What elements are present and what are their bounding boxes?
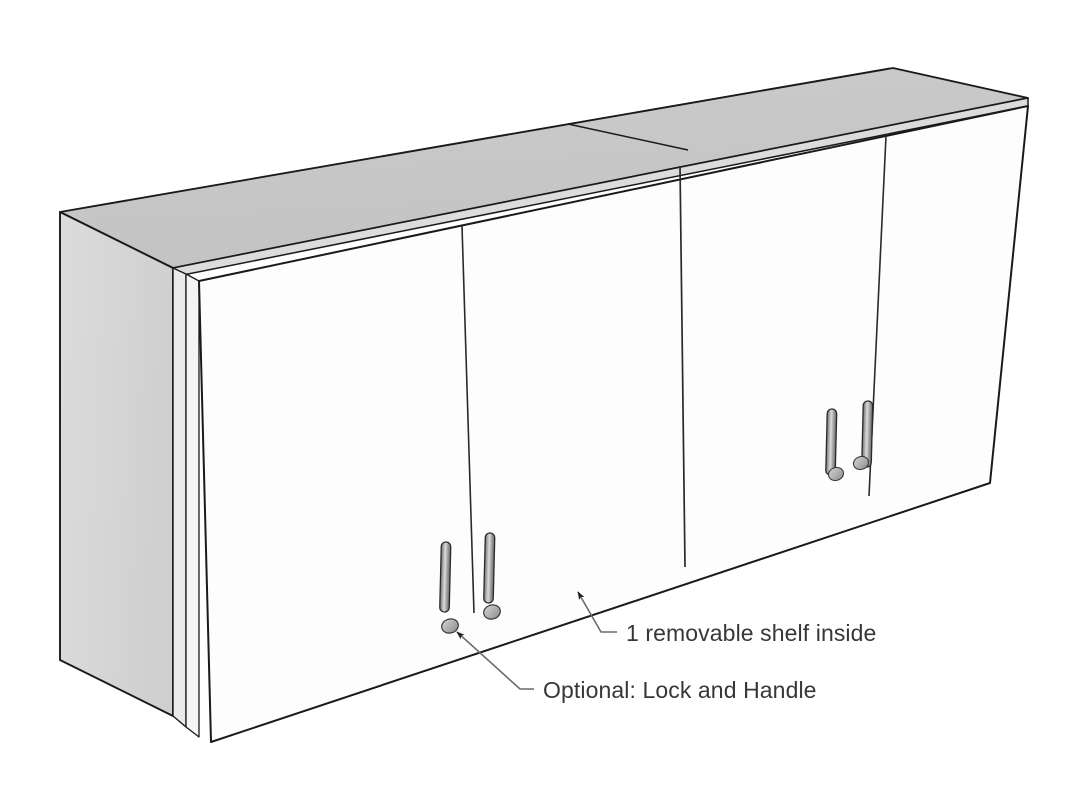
- door-seam-1: [461, 225, 475, 614]
- lock-door-3[interactable]: [827, 466, 845, 482]
- annotation-lock-handle-label: Optional: Lock and Handle: [543, 677, 817, 703]
- cabinet-bay-divider: [679, 165, 686, 568]
- cabinet-door-front-face: [198, 105, 1029, 743]
- hardware-right-bay: [825, 400, 874, 482]
- lock-door-1[interactable]: [440, 617, 460, 635]
- left-side-edge-band-inner: [185, 273, 200, 738]
- left-side-edge-band: [172, 267, 187, 728]
- top-panel-bay-seam: [567, 123, 689, 151]
- cabinet-left-side-panel: [59, 211, 200, 738]
- annotation-shelf: 1 removable shelf inside: [577, 591, 876, 646]
- lock-cylinder[interactable]: [440, 617, 460, 635]
- handle-bar[interactable]: [439, 541, 452, 613]
- lock-cylinder[interactable]: [827, 466, 845, 482]
- handle-door-2[interactable]: [483, 532, 496, 604]
- lock-door-4[interactable]: [852, 455, 870, 471]
- handle-door-1[interactable]: [439, 541, 452, 613]
- handle-door-3[interactable]: [825, 408, 838, 476]
- annotation-shelf-label: 1 removable shelf inside: [626, 620, 876, 646]
- door-front-surface: [198, 105, 1029, 743]
- left-side-surface: [59, 211, 174, 717]
- lock-door-2[interactable]: [482, 603, 502, 621]
- lock-cylinder[interactable]: [482, 603, 502, 621]
- lock-cylinder[interactable]: [852, 455, 870, 471]
- handle-bar[interactable]: [825, 408, 838, 476]
- hardware-left-bay: [439, 532, 502, 635]
- leader-line-shelf: [577, 591, 617, 633]
- handle-bar[interactable]: [483, 532, 496, 604]
- leader-line-lock-handle: [456, 631, 534, 690]
- annotation-lock-handle: Optional: Lock and Handle: [456, 631, 817, 703]
